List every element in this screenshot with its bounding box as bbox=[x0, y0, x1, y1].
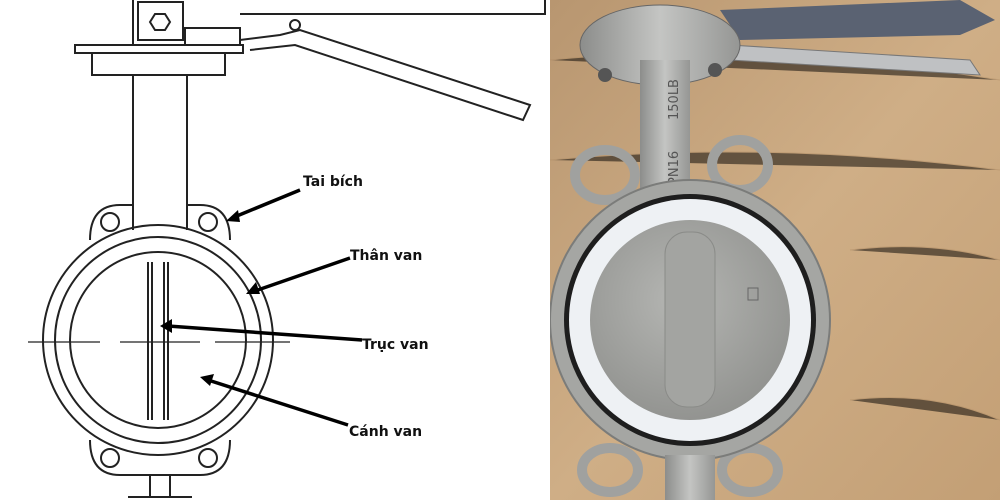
label-disc: Cánh van bbox=[349, 424, 423, 440]
label-ear: Tai bích bbox=[303, 174, 363, 190]
label-body: Thân van bbox=[350, 248, 423, 264]
stamp-rating: 150LB bbox=[667, 79, 682, 120]
arrow-ear bbox=[231, 188, 301, 220]
arrow-disc bbox=[207, 378, 349, 427]
label-stem: Trục van bbox=[362, 337, 429, 353]
stamp-pressure: PN16 bbox=[667, 151, 682, 185]
arrow-body bbox=[251, 256, 351, 294]
arrow-stem bbox=[167, 324, 363, 342]
butterfly-valve-photo: 150LB PN16 bbox=[550, 0, 1000, 500]
butterfly-valve-line-drawing bbox=[28, 0, 546, 498]
